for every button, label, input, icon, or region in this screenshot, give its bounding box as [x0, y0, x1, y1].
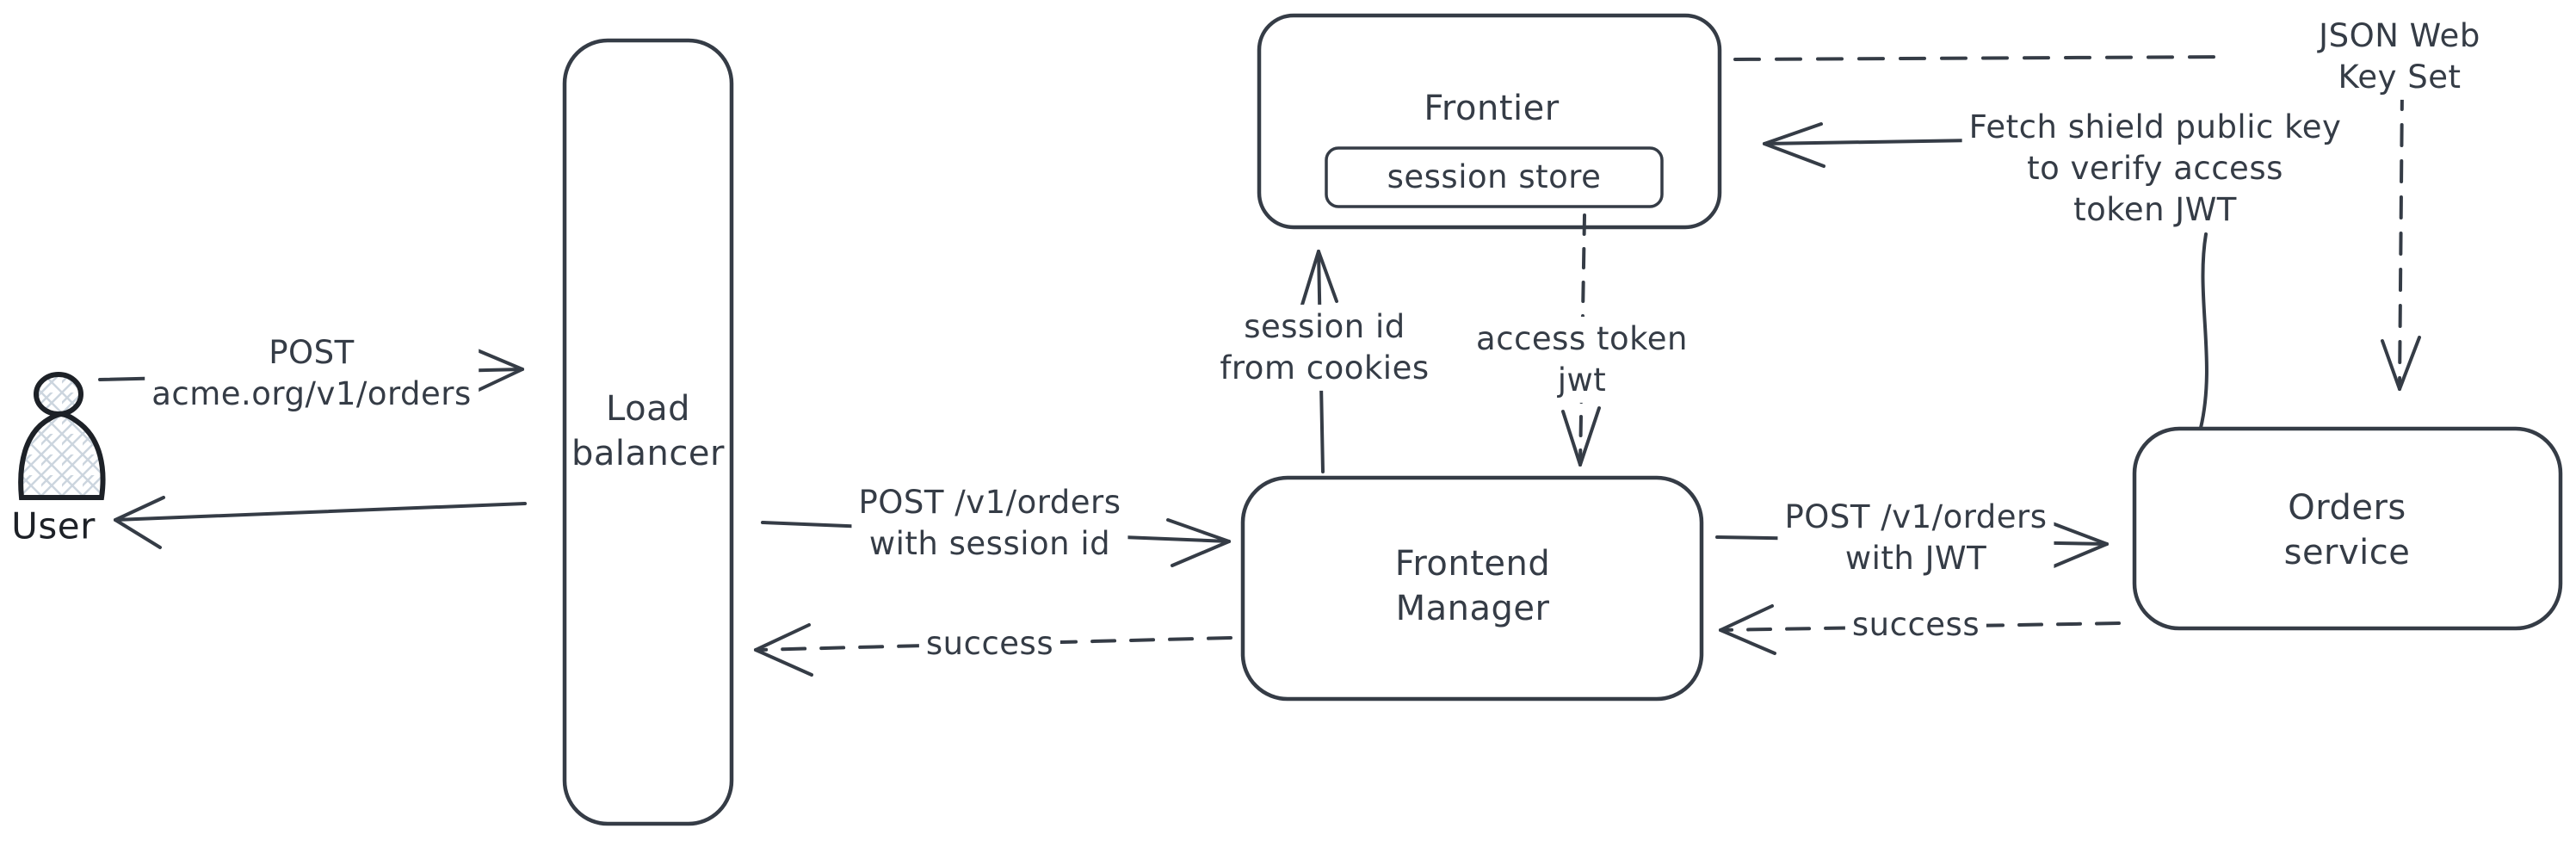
- arrow-lb-to-fm-head: [1166, 518, 1231, 567]
- arrow-lb-to-user: [114, 502, 527, 522]
- edge-label-lb-response: success: [918, 621, 1061, 667]
- arrow-jwks-to-os-head: [2381, 336, 2421, 391]
- load-balancer-box: [562, 38, 734, 826]
- user-icon: [18, 372, 106, 500]
- arrow-lb-to-user-head: [114, 496, 165, 549]
- frontend-manager-box: [1240, 475, 1704, 702]
- edge-label-lb-request: POST /v1/orders with session id: [851, 479, 1128, 567]
- line-frontier-to-jwks-dashed: [1733, 55, 2231, 61]
- session-store-label: session store: [1387, 158, 1602, 195]
- frontend-manager-label: Frontend Manager: [1394, 544, 1551, 628]
- edge-label-jwks: JSON Web Key Set: [2311, 13, 2488, 101]
- user-icon-body: [18, 411, 106, 500]
- edge-label-orders-request: POST /v1/orders with JWT: [1777, 494, 2054, 582]
- arrow-store-to-fm-head: [1561, 406, 1601, 467]
- arrow-fm-to-os-head: [2048, 521, 2109, 568]
- edge-label-access-token: access token jwt: [1469, 316, 1695, 404]
- edge-label-session-lookup: session id from cookies: [1213, 304, 1436, 392]
- user-label: User: [11, 504, 96, 547]
- arrow-fm-to-frontier-head: [1300, 250, 1338, 306]
- arrow-os-to-frontier: [1763, 139, 1974, 145]
- edge-label-orders-response: success: [1844, 602, 1987, 648]
- orders-service-box: [2132, 426, 2563, 631]
- arrow-os-to-frontier-curve: [2199, 232, 2208, 430]
- edge-label-fetch-key: Fetch shield public key to verify access…: [1961, 104, 2349, 233]
- orders-service-label: Orders service: [2283, 488, 2411, 572]
- edge-label-user-request: POST acme.org/v1/orders: [145, 330, 479, 417]
- frontier-label: Frontier: [1424, 89, 1560, 128]
- arrow-store-to-fm-dashed: [1578, 213, 1586, 467]
- arrow-os-to-frontier-head: [1763, 122, 1825, 168]
- arrow-os-to-fm-head: [1719, 604, 1776, 655]
- user-icon-head: [34, 372, 83, 417]
- arrow-jwks-to-os-dashed: [2398, 87, 2404, 391]
- arrow-user-to-lb-head: [472, 347, 524, 393]
- arrow-fm-to-lb-head: [754, 623, 813, 677]
- load-balancer-label: Load balancer: [571, 389, 725, 473]
- session-store-box: [1325, 146, 1664, 208]
